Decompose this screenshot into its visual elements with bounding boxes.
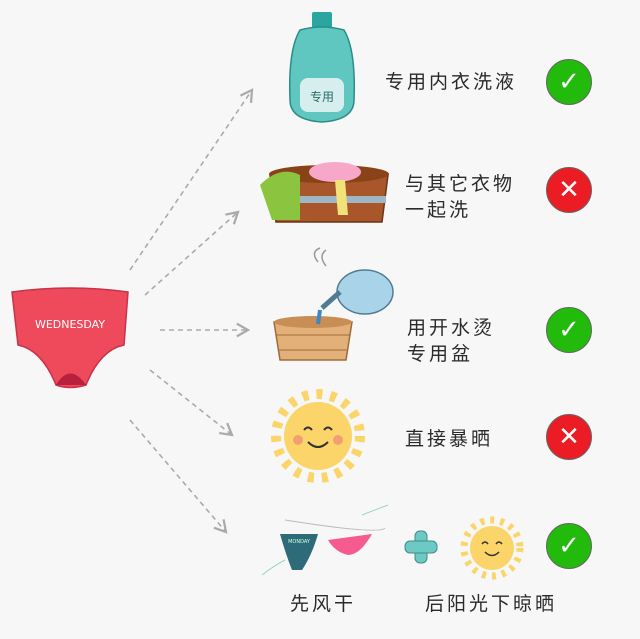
svg-text:MONDAY: MONDAY xyxy=(288,539,311,545)
correct-check-icon: ✓ xyxy=(546,59,592,105)
svg-text:WEDNESDAY: WEDNESDAY xyxy=(35,318,105,331)
arrows xyxy=(129,88,254,534)
sun-icon xyxy=(271,389,365,483)
item-5-label-step2: 后阳光下晾晒 xyxy=(425,593,558,615)
arrow-2 xyxy=(144,210,240,296)
air-dry-icon: MONDAY xyxy=(261,504,389,576)
wrong-x-icon: ✕ xyxy=(546,167,592,213)
item-2-label-line1: 与其它衣物 xyxy=(405,173,516,195)
item-3-label-line2: 专用盆 xyxy=(407,343,474,365)
arrow-4 xyxy=(149,369,234,437)
item-3-label-line1: 用开水烫 xyxy=(407,317,496,339)
laundry-tub-icon xyxy=(260,162,389,223)
arrow-1 xyxy=(129,88,254,271)
correct-check-icon: ✓ xyxy=(546,523,592,569)
wrong-x-icon: ✕ xyxy=(546,414,592,460)
kettle-and-basin-icon xyxy=(273,247,394,361)
arrow-5 xyxy=(129,419,228,534)
item-5-label-step1: 先风干 xyxy=(290,593,357,615)
item-1-label: 专用内衣洗液 xyxy=(385,71,518,93)
small-sun-icon xyxy=(460,516,524,580)
item-4-label: 直接暴晒 xyxy=(405,428,494,450)
item-2-label-line2: 一起洗 xyxy=(405,199,472,221)
correct-check-icon: ✓ xyxy=(546,307,592,353)
plus-icon xyxy=(404,530,438,564)
detergent-bottle-icon: 专用 xyxy=(288,12,356,123)
svg-text:专用: 专用 xyxy=(310,89,334,104)
underwear-icon: WEDNESDAY xyxy=(11,287,129,389)
